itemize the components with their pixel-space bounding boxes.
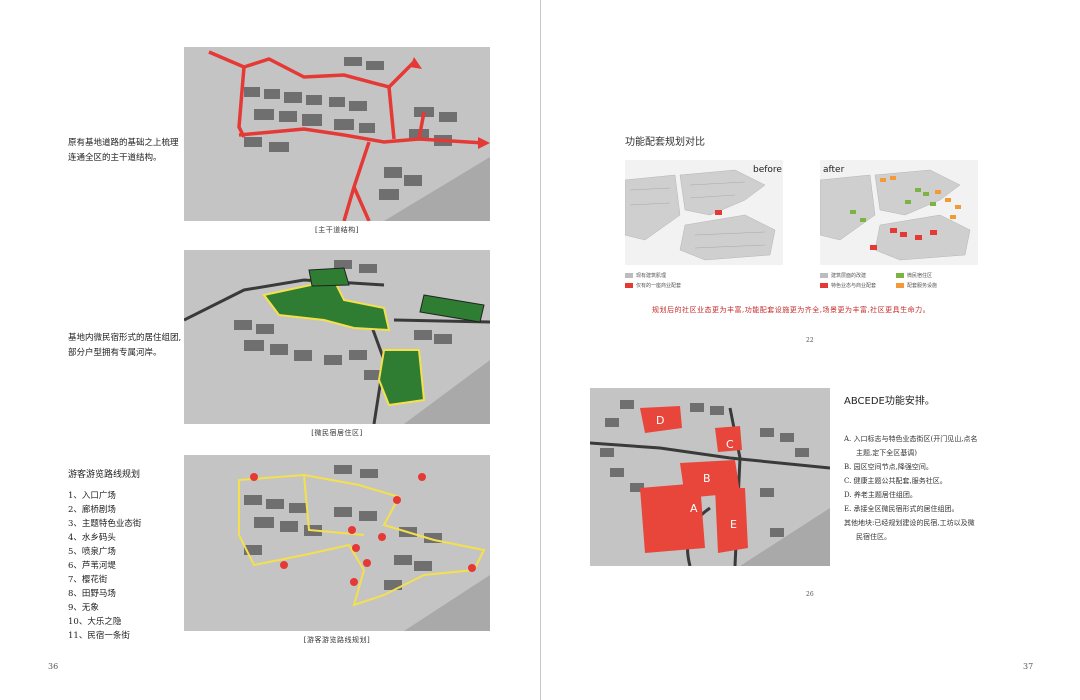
before-label: before	[753, 165, 782, 175]
right-page: 功能配套规划对比 before 现有建筑肌理 仅有的一座商业配套	[541, 0, 1080, 700]
tourist-route-map	[184, 455, 490, 631]
zone-function-title: ABCEDE功能安排。	[844, 396, 935, 407]
tourist-route-caption: [游客游览路线规划]	[303, 636, 371, 644]
legend-text: 特色业态与商业配套	[831, 282, 877, 289]
zone-function-item: A. 入口标志与特色业态街区(开门见山,点名	[844, 435, 978, 443]
zone-function-item: C. 健康主题公共配套,服务社区。	[844, 477, 947, 485]
after-legend: 建筑层面的改建 微民宿住区 特色业态与商业配套 配套服务设施	[820, 270, 937, 290]
zone-function-item: 民宿住区。	[856, 533, 891, 541]
after-legend-item: 建筑层面的改建	[820, 270, 876, 280]
main-road-caption: [主干道结构]	[315, 226, 359, 234]
residential-map	[184, 250, 490, 424]
zone-label-c: C	[726, 438, 734, 451]
before-map	[625, 160, 783, 265]
before-legend-item: 仅有的一座商业配套	[625, 280, 681, 290]
zone-function-list: A. 入口标志与特色业态街区(开门见山,点名 主题,定下全区基调) B. 园区空…	[844, 432, 977, 544]
zone-function-item: E. 承接全区微民宿形式的居住组团。	[844, 505, 959, 513]
zone-label-a: A	[690, 502, 698, 515]
tourist-route-list: 1、入口广场 2、廊桥剧场 3、主题特色业态街 4、水乡码头 5、喷泉广场 6、…	[68, 489, 141, 643]
zone-function-item: B. 园区空间节点,降强空间。	[844, 463, 933, 471]
zone-label-b: B	[703, 472, 711, 485]
compare-title: 功能配套规划对比	[625, 137, 705, 148]
main-road-map-svg	[184, 47, 490, 221]
before-legend: 现有建筑肌理 仅有的一座商业配套	[625, 270, 681, 290]
route-item: 4、水乡码头	[68, 533, 116, 543]
after-legend-item: 配套服务设施	[896, 280, 937, 290]
main-road-map	[184, 47, 490, 221]
route-item: 3、主题特色业态街	[68, 519, 142, 529]
after-legend-item: 特色业态与商业配套	[820, 280, 876, 290]
route-item: 2、廊桥剧场	[68, 505, 116, 515]
book-spine	[540, 0, 541, 700]
legend-text: 配套服务设施	[907, 282, 938, 289]
legend-text: 现有建筑肌理	[636, 272, 667, 279]
zone-function-item: 其他地块:已经规划建设的民宿,工坊以及微	[844, 519, 975, 527]
left-page-number: 36	[48, 662, 59, 671]
zone-map: D C B A E	[590, 388, 830, 566]
main-road-description: 原有基地道路的基础之上梳理 连通全区的主干道结构。	[68, 136, 186, 166]
after-legend-item: 微民宿住区	[896, 270, 937, 280]
after-map	[820, 160, 978, 265]
right-page-number: 37	[1023, 662, 1034, 671]
left-page: [主干道结构] 原有基地道路的基础之上梳理 连通全区的主干道结构。	[48, 47, 490, 671]
comparison-note: 规划后的社区业态更为丰富,功能配套设施更为齐全,场景更为丰富,社区更具生命力。	[652, 306, 931, 314]
inner-page-number-22: 22	[806, 337, 814, 344]
tourist-route-title: 游客游览路线规划	[68, 470, 141, 480]
residential-caption: [微民宿居住区]	[311, 429, 363, 437]
legend-text: 仅有的一座商业配套	[636, 282, 682, 289]
residential-map-svg	[184, 250, 490, 424]
route-item: 1、入口广场	[68, 491, 116, 501]
zone-map-svg	[590, 388, 830, 566]
residential-text-line2: 部分户型拥有专属河岸。	[68, 348, 162, 358]
zone-label-e: E	[730, 518, 737, 531]
zone-label-d: D	[656, 414, 665, 427]
residential-text-line1: 基地内微民宿形式的居住组团,	[68, 333, 182, 343]
route-item: 6、芦苇河堤	[68, 561, 116, 571]
main-road-text-line2: 连通全区的主干道结构。	[68, 153, 162, 163]
route-item: 5、喷泉广场	[68, 547, 116, 557]
zone-function-item: 主题,定下全区基调)	[856, 449, 917, 457]
before-legend-item: 现有建筑肌理	[625, 270, 681, 280]
residential-description: 基地内微民宿形式的居住组团, 部分户型拥有专属河岸。	[68, 331, 186, 361]
after-map-svg	[820, 160, 978, 265]
route-item: 8、田野马场	[68, 589, 116, 599]
zone-function-item: D. 养老主题居住组团。	[844, 491, 917, 499]
tourist-route-map-svg	[184, 455, 490, 631]
legend-text: 建筑层面的改建	[831, 272, 867, 279]
main-road-text-line1: 原有基地道路的基础之上梳理	[68, 138, 179, 148]
route-item: 7、樱花街	[68, 575, 108, 585]
route-item: 11、民宿一条街	[68, 631, 130, 641]
route-item: 10、大乐之隐	[68, 617, 122, 627]
after-label: after	[823, 165, 845, 175]
route-item: 9、无象	[68, 603, 99, 613]
legend-text: 微民宿住区	[907, 272, 933, 279]
inner-page-number-26: 26	[806, 591, 814, 598]
before-map-svg	[625, 160, 783, 265]
